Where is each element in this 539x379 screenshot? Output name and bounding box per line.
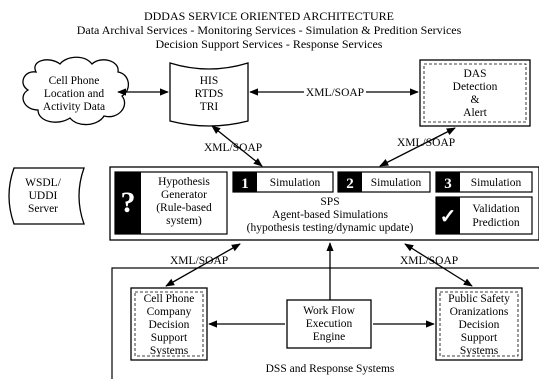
wsdl-line-1: WSDL/ [25, 177, 62, 189]
simulation-1-number: 1 [241, 176, 249, 192]
das-line-2: Detection [453, 81, 498, 93]
workflow-line-3: Engine [313, 331, 346, 343]
his-line-3: TRI [200, 101, 219, 113]
question-icon [115, 172, 141, 234]
cellphone-company-line-1: Cell Phone [144, 293, 195, 305]
cell-phone-data-cloud: Cell Phone Location and Activity Data [22, 56, 129, 126]
cloud-line-3: Activity Data [43, 101, 105, 113]
sps-right-protocol-label: XML/SOAP [400, 255, 458, 267]
cellphone-company-line-4: Support [151, 332, 188, 344]
das-line-1: DAS [463, 68, 486, 80]
hypothesis-line-3: (Rule-based [156, 202, 212, 214]
cellphone-company-line-5: Systems [150, 345, 189, 357]
cloud-line-1: Cell Phone [49, 75, 100, 87]
his-line-1: HIS [200, 75, 219, 87]
public-safety-line-4: Support [461, 332, 498, 344]
simulation-2-number: 2 [346, 176, 354, 192]
his-rtds-tri-node: HIS RTDS TRI [169, 62, 249, 127]
wsdl-line-3: Server [28, 203, 58, 215]
his-line-2: RTDS [195, 88, 224, 100]
public-safety-dss-node: Public Safety Oranizations Decision Supp… [435, 287, 523, 361]
question-glyph: ? [121, 186, 136, 219]
cloud-line-2: Location and [44, 88, 105, 100]
public-safety-line-2: Oranizations [450, 306, 509, 318]
simulation-1-block: 1 Simulation [232, 171, 334, 193]
wsdl-uddi-server-node: WSDL/ UDDI Server [8, 167, 85, 225]
simulation-1-label: Simulation [270, 177, 321, 189]
das-detection-alert-node: DAS Detection & Alert [419, 59, 531, 127]
workflow-line-2: Execution [306, 318, 353, 330]
sps-title: SPS [320, 196, 339, 208]
sps-left-protocol-label: XML/SOAP [170, 255, 228, 267]
public-safety-line-5: Systems [460, 345, 499, 357]
checkmark-icon [436, 197, 460, 234]
hypothesis-line-2: Generator [161, 189, 207, 201]
das-line-4: Alert [463, 107, 487, 119]
his-sps-arrow [211, 125, 263, 167]
sps-subtitle-2: (hypothesis testing/dynamic update) [247, 222, 414, 234]
diagram-title: DDDAS SERVICE ORIENTED ARCHITECTURE Data… [77, 9, 462, 51]
sps-subtitle: Agent-based Simulations [272, 209, 388, 221]
wsdl-line-2: UDDI [29, 190, 58, 202]
simulation-2-label: Simulation [371, 177, 422, 189]
workflow-engine-node: Work Flow Execution Engine [286, 299, 372, 349]
das-line-3: & [471, 94, 480, 106]
title-line-2: Data Archival Services - Monitoring Serv… [77, 23, 462, 37]
simulation-2-block: 2 Simulation [337, 171, 431, 193]
his-das-protocol-label: XML/SOAP [306, 87, 364, 99]
checkmark-glyph: ✓ [440, 206, 457, 228]
simulation-3-block: 3 Simulation [435, 171, 533, 193]
his-sps-protocol-label: XML/SOAP [204, 142, 262, 154]
workflow-line-1: Work Flow [303, 305, 355, 317]
validation-line-2: Prediction [472, 217, 520, 229]
cellphone-company-line-3: Decision [149, 319, 190, 331]
sps-public-safety-arrow [404, 243, 473, 287]
das-sps-arrow [379, 127, 456, 167]
dss-caption: DSS and Response Systems [266, 363, 395, 375]
sps-cellphone-company-arrow [165, 243, 241, 287]
public-safety-line-1: Public Safety [448, 293, 510, 305]
title-line-3: Decision Support Services - Response Ser… [156, 37, 383, 51]
public-safety-line-3: Decision [459, 319, 500, 331]
das-sps-protocol-label: XML/SOAP [397, 137, 455, 149]
cellphone-company-line-2: Company [147, 306, 192, 318]
cell-phone-company-dss-node: Cell Phone Company Decision Support Syst… [130, 287, 208, 361]
simulation-3-number: 3 [444, 176, 452, 192]
hypothesis-generator-block: ? Hypothesis Generator (Rule-based syste… [114, 171, 228, 235]
validation-line-1: Validation [472, 203, 520, 215]
validation-prediction-block: ✓ Validation Prediction [435, 196, 533, 235]
dss-container [111, 267, 539, 379]
title-line-1: DDDAS SERVICE ORIENTED ARCHITECTURE [144, 9, 394, 23]
hypothesis-line-1: Hypothesis [158, 176, 210, 188]
hypothesis-line-4: system) [166, 215, 202, 227]
simulation-3-label: Simulation [471, 177, 522, 189]
